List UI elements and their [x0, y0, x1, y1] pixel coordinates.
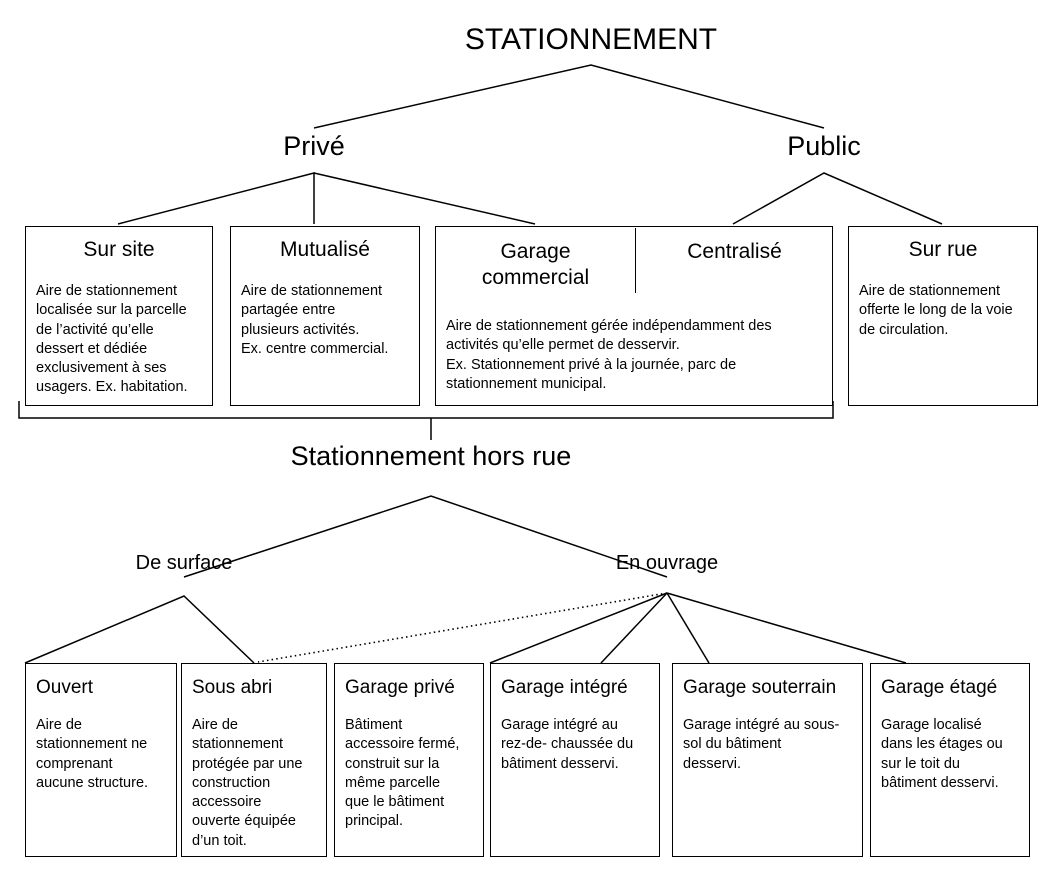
card-garage-integre-body: Garage intégré au rez-de- chaussée du bâ…: [501, 717, 634, 772]
edge-en-ouvrage-to-garage-etage: [666, 592, 907, 664]
card-sur-rue-body: Aire de stationnement offerte le long de…: [859, 283, 1013, 338]
card-garage-integre-title: Garage intégré: [501, 677, 628, 698]
card-sur-rue-title: Sur rue: [908, 238, 978, 261]
node-prive[interactable]: Privé: [283, 131, 345, 161]
edge-en-ouvrage-to-sous-abri-dotted: [257, 592, 668, 663]
card-sur-site[interactable]: Sur site Aire de stationnement localisée…: [25, 226, 213, 406]
edge-en-ouvrage-to-garage-souterrain: [666, 592, 710, 664]
card-garage-etage-body: Garage localisé dans les étages ou sur l…: [881, 717, 1003, 791]
edge-en-ouvrage-to-garage-prive: [489, 592, 668, 664]
card-sur-rue[interactable]: Sur rue Aire de stationnement offerte le…: [848, 226, 1038, 406]
edge-en-ouvrage-to-garage-integre: [600, 592, 668, 664]
card-sous-abri-body: Aire de stationnement protégée par une c…: [192, 717, 303, 849]
card-garage-souterrain[interactable]: Garage souterrain Garage intégré au sous…: [672, 663, 863, 857]
card-garage-commercial-title-line1: Garage: [500, 240, 571, 263]
node-en-ouvrage[interactable]: En ouvrage: [615, 552, 719, 574]
card-internal-divider: [635, 228, 636, 293]
card-mutualise[interactable]: Mutualisé Aire de stationnement partagée…: [230, 226, 420, 406]
card-sur-site-title: Sur site: [83, 238, 155, 261]
edge-root-to-prive: [313, 64, 825, 129]
card-centralise-title: Centralisé: [687, 240, 782, 263]
card-mutualise-title: Mutualisé: [280, 238, 370, 261]
card-garage-integre[interactable]: Garage intégré Garage intégré au rez-de-…: [490, 663, 660, 857]
card-garage-commercial-body: Aire de stationnement gérée indépendamme…: [446, 318, 772, 392]
node-stationnement-hors-rue[interactable]: Stationnement hors rue: [290, 441, 572, 471]
card-garage-prive-body: Bâtiment accessoire fermé, construit sur…: [345, 717, 460, 830]
card-sous-abri-title: Sous abri: [192, 677, 273, 698]
node-public[interactable]: Public: [787, 131, 861, 161]
card-ouvert-title: Ouvert: [36, 677, 94, 698]
card-mutualise-body: Aire de stationnement partagée entre plu…: [241, 283, 389, 357]
card-garage-prive[interactable]: Garage privé Bâtiment accessoire fermé, …: [334, 663, 484, 857]
card-garage-etage-title: Garage étagé: [881, 677, 998, 698]
card-garage-prive-title: Garage privé: [345, 677, 455, 698]
edge-de-surface-to-ouvert: [24, 595, 255, 664]
card-ouvert-body: Aire de stationnement ne comprenant aucu…: [36, 717, 149, 791]
page-title: STATIONNEMENT: [464, 23, 718, 56]
edge-prive-to-sur-site: [117, 172, 315, 225]
card-ouvert[interactable]: Ouvert Aire de stationnement ne comprena…: [25, 663, 177, 857]
card-garage-etage[interactable]: Garage étagé Garage localisé dans les ét…: [870, 663, 1030, 857]
card-sous-abri[interactable]: Sous abri Aire de stationnement protégée…: [181, 663, 327, 857]
card-sur-site-body: Aire de stationnement localisée sur la p…: [36, 283, 188, 396]
node-de-surface[interactable]: De surface: [135, 552, 233, 574]
edge-public-to-centralise: [732, 172, 943, 225]
card-garage-souterrain-body: Garage intégré au sous- sol du bâtiment …: [683, 717, 840, 772]
edge-prive-to-garage-commercial: [313, 172, 536, 225]
card-garage-commercial-title-line2: commercial: [481, 265, 590, 289]
card-garage-souterrain-title: Garage souterrain: [683, 677, 837, 698]
